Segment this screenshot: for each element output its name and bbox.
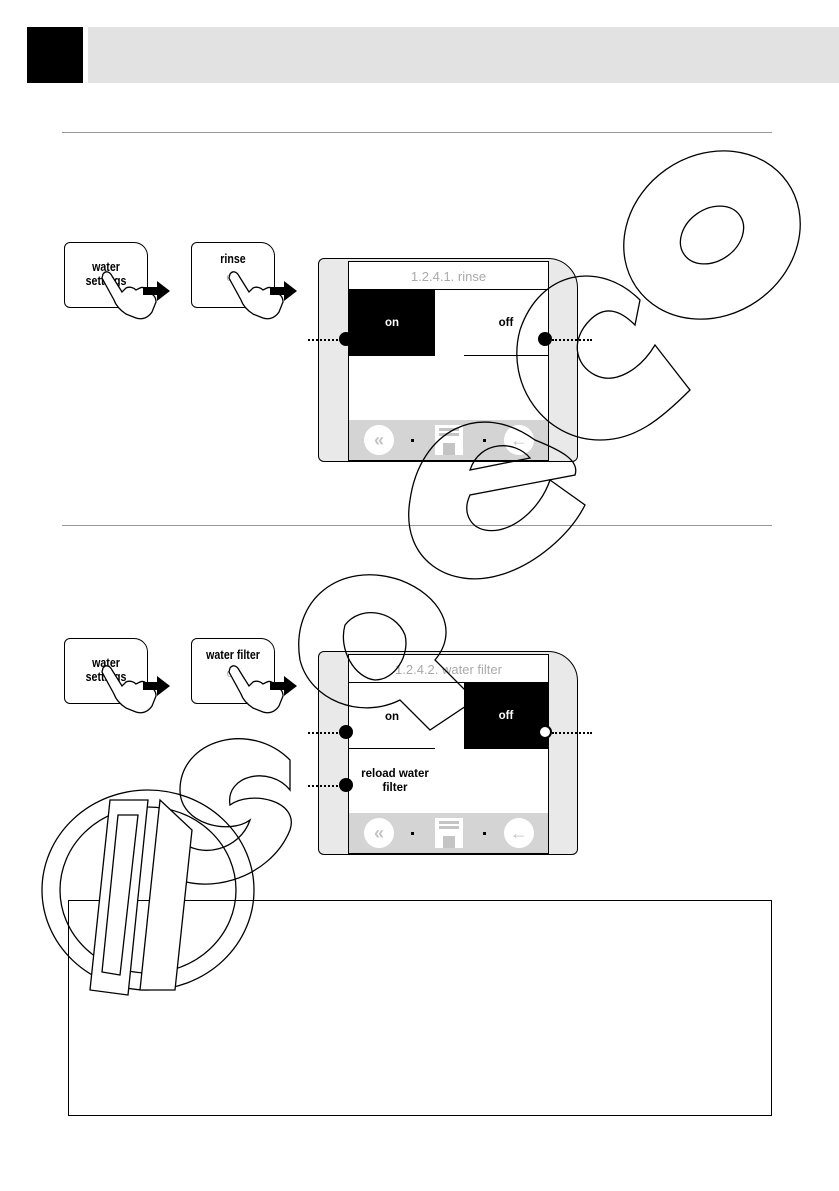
divider: [464, 355, 548, 356]
section-divider: [62, 132, 772, 133]
arrow-left-icon[interactable]: ←: [504, 818, 534, 848]
info-box: [68, 900, 772, 1116]
navigation-bar: « ←: [349, 420, 548, 460]
save-floppy-icon[interactable]: [434, 424, 464, 456]
display-screen: 1.2.4.1. rinse on off « ←: [348, 261, 549, 461]
callout-marker: [339, 778, 353, 792]
callout-marker: [538, 332, 552, 346]
water-settings-key[interactable]: water settings: [64, 242, 148, 308]
arrow-right-icon: [270, 676, 297, 696]
callout-marker: [339, 725, 353, 739]
key-label: rinse: [220, 252, 246, 266]
callout-line: [308, 785, 342, 787]
separator-dot: [483, 832, 486, 835]
separator-dot: [483, 439, 486, 442]
key-label: water filter: [206, 648, 260, 662]
separator-dot: [411, 439, 414, 442]
divider: [349, 748, 435, 749]
callout-line: [308, 732, 342, 734]
callout-marker: [339, 332, 353, 346]
save-floppy-icon[interactable]: [434, 817, 464, 849]
arrow-left-icon[interactable]: ←: [504, 425, 534, 455]
option-off[interactable]: off: [498, 317, 514, 329]
callout-line: [552, 339, 592, 341]
display-screen: 1.2.4.2. water filter on off reload wate…: [348, 654, 549, 854]
callout-line: [308, 339, 342, 341]
double-chevron-left-icon[interactable]: «: [364, 425, 394, 455]
arrow-right-icon: [143, 281, 170, 301]
double-chevron-left-icon[interactable]: «: [364, 818, 394, 848]
section-divider: [62, 525, 772, 526]
chapter-tab: [27, 27, 83, 83]
arrow-right-icon: [270, 281, 297, 301]
navigation-bar: « ←: [349, 813, 548, 853]
separator-dot: [411, 832, 414, 835]
option-on[interactable]: on: [384, 711, 400, 723]
option-on[interactable]: on: [349, 290, 435, 356]
screen-title: 1.2.4.1. rinse: [410, 269, 487, 284]
divider: [349, 289, 548, 290]
screen-title: 1.2.4.2. water filter: [395, 662, 502, 677]
callout-marker: [538, 725, 552, 739]
arrow-right-icon: [143, 676, 170, 696]
option-off[interactable]: off: [464, 683, 548, 749]
header-bar: [88, 27, 839, 83]
option-reload-water-filter[interactable]: reload water filter: [361, 768, 429, 794]
callout-line: [552, 732, 592, 734]
